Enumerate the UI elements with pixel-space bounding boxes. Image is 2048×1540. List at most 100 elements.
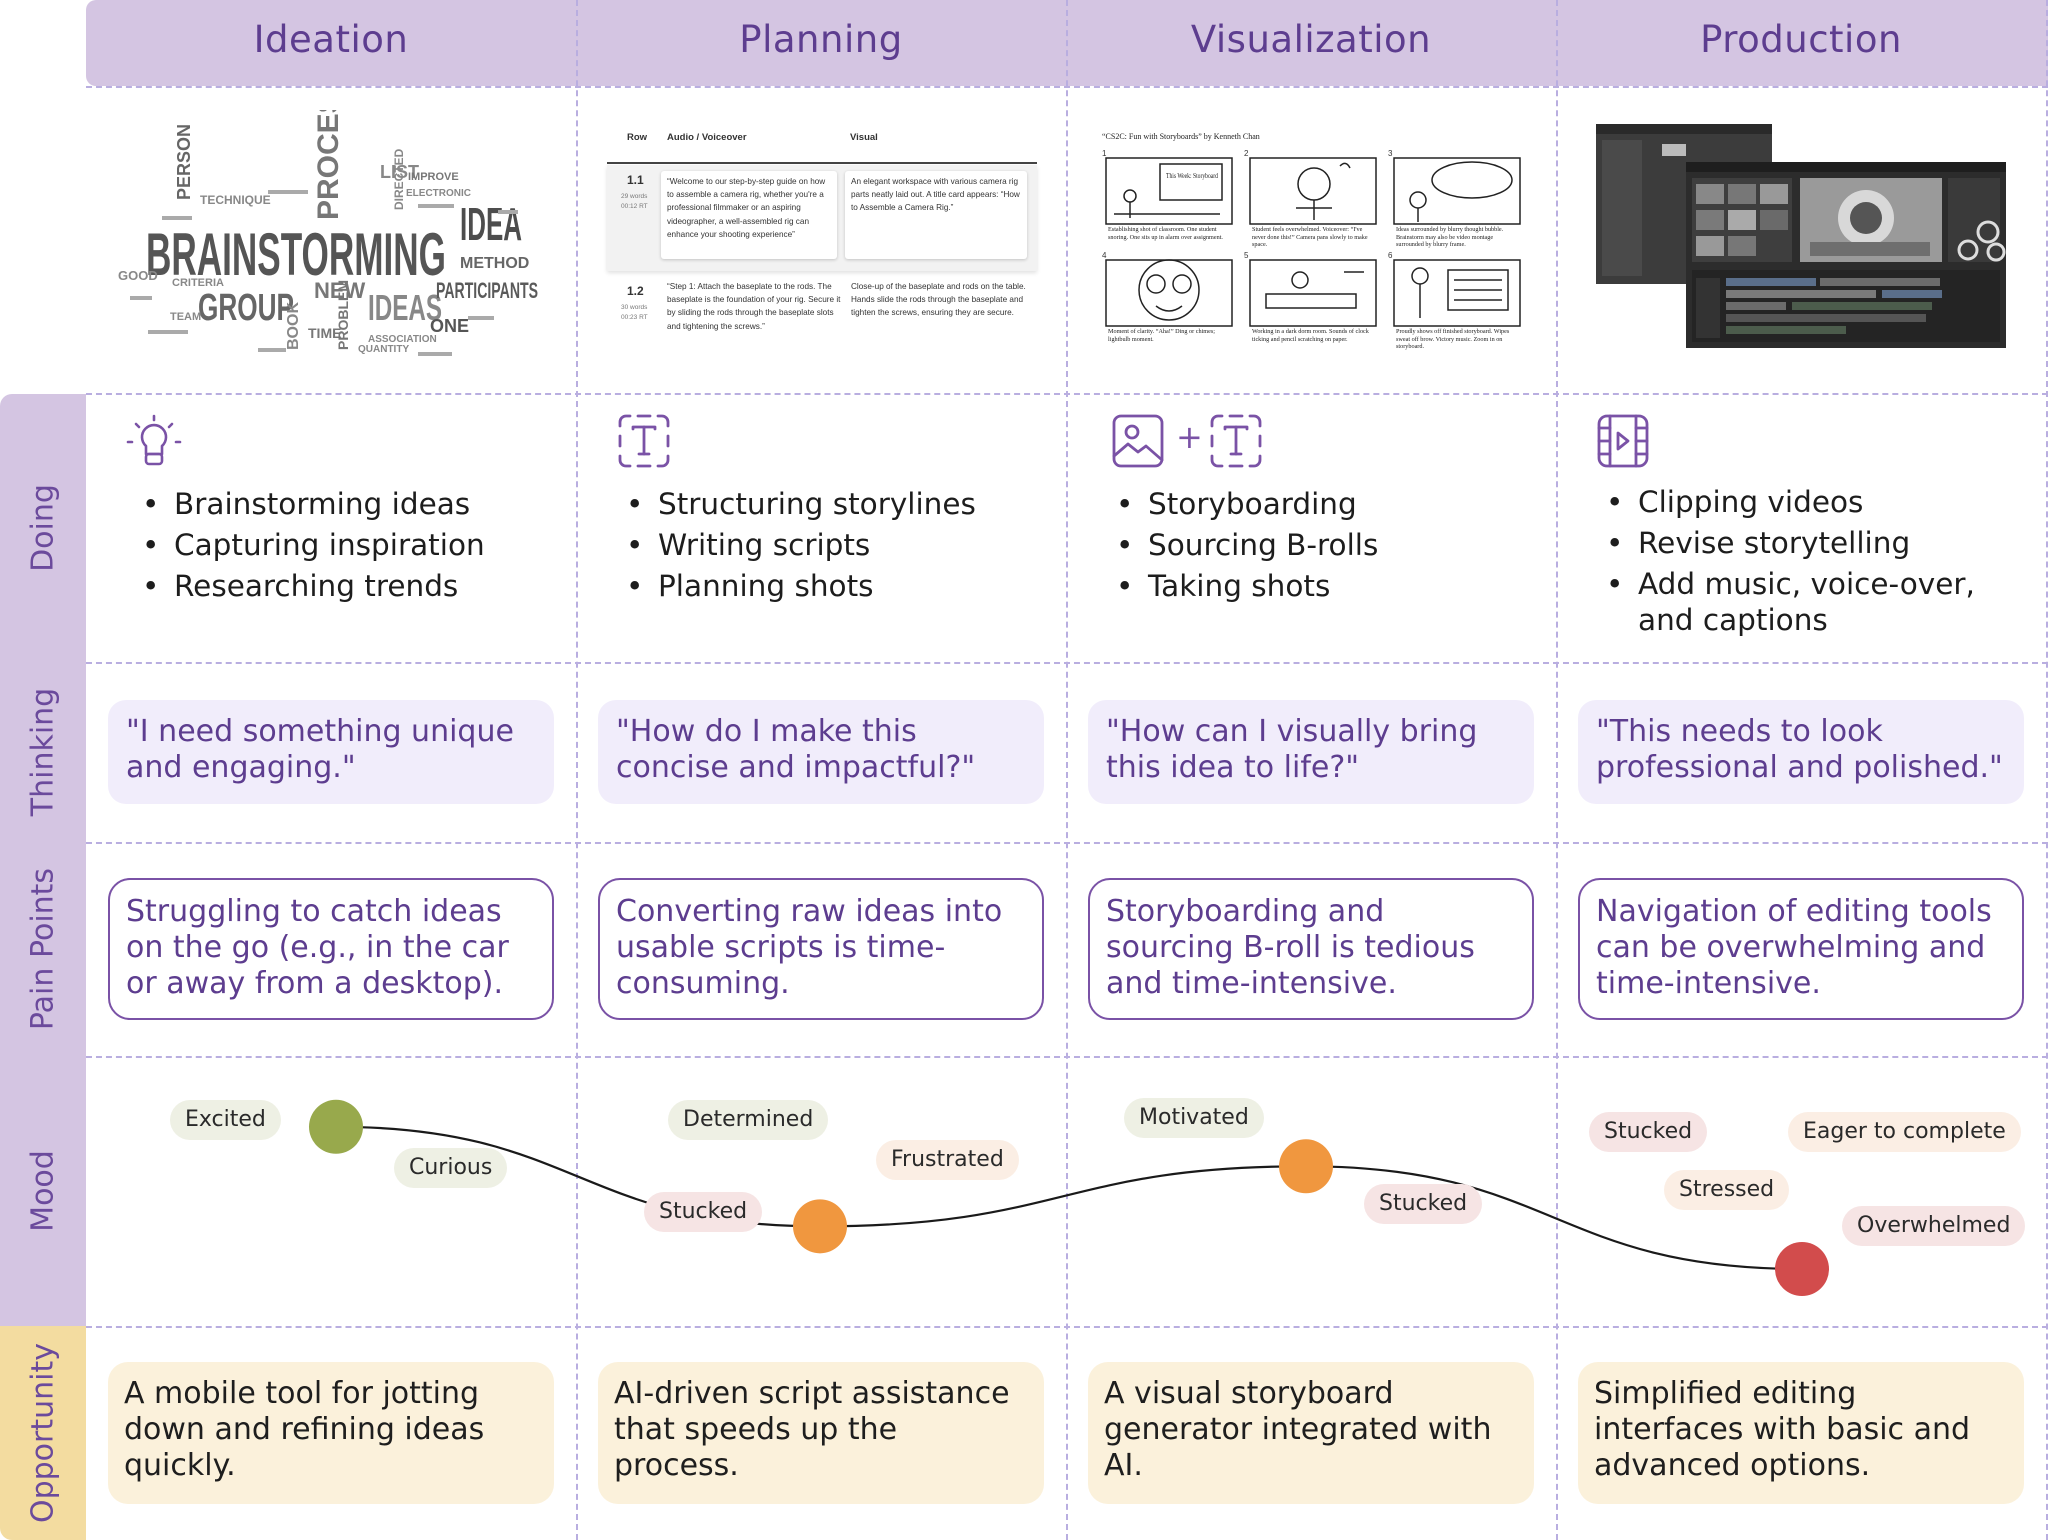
mood-curve-chart xyxy=(309,1099,1829,1296)
script-row: 1.1 29 words 00:12 RT “Welcome to our st… xyxy=(607,165,1037,271)
brainstorming-word-cloud-image: BRAINSTORMING IDEA GROUP PROCESS IDEAS P… xyxy=(118,110,538,356)
svg-text:1: 1 xyxy=(1102,149,1107,158)
word-cloud-word: DIRECTED xyxy=(392,148,406,210)
word-cloud-word: PARTICIPANTS xyxy=(436,278,538,303)
word-cloud-word: GROUP xyxy=(198,287,294,329)
row-divider xyxy=(86,1326,2048,1328)
row-label-doing-text: Doing xyxy=(25,484,61,572)
word-cloud-word: METHOD xyxy=(460,255,529,272)
doing-item: Taking shots xyxy=(1110,566,1530,607)
mood-point-ideation xyxy=(309,1099,363,1154)
doing-item: Capturing inspiration xyxy=(136,525,556,566)
mood-label-overwhelmed: Overwhelmed xyxy=(1842,1206,2026,1246)
opportunity-planning: AI-driven script assistance that speeds … xyxy=(598,1362,1044,1504)
storyboard-caption: Working in a dark dorm room. Sounds of c… xyxy=(1252,328,1369,343)
mood-label-stucked: Stucked xyxy=(644,1192,763,1232)
column-divider xyxy=(1066,0,1068,1540)
word-cloud-word: QUANTITY xyxy=(358,344,409,355)
row-label-pain-points: Pain Points xyxy=(0,842,86,1056)
opportunity-visualization: A visual storyboard generator integrated… xyxy=(1088,1362,1534,1504)
row-label-pain-points-text: Pain Points xyxy=(25,867,61,1031)
storyboard-panel-text: This Week: Storyboard xyxy=(1166,172,1218,180)
video-film-icon xyxy=(1597,414,1649,468)
mood-label-stucked: Stucked xyxy=(1364,1184,1483,1224)
word-cloud-word: NEW xyxy=(314,278,366,303)
script-row-words: 29 words xyxy=(621,193,648,200)
thinking-quote-visualization: "How can I visually bring this idea to l… xyxy=(1088,700,1534,804)
storyboard-caption: Establishing shot of classroom. One stud… xyxy=(1108,226,1223,241)
opportunity-ideation: A mobile tool for jotting down and refin… xyxy=(108,1362,554,1504)
word-cloud-word: TIME xyxy=(308,325,341,341)
script-col-audio: Audio / Voiceover xyxy=(667,132,747,143)
script-row-audio: “Welcome to our step-by-step guide on ho… xyxy=(661,171,837,259)
storyboard-title: “CS2C: Fun with Storyboards” by Kenneth … xyxy=(1102,132,1260,141)
stage-title-visualization: Visualization xyxy=(1190,18,1432,61)
script-row-runtime: 00:23 RT xyxy=(621,314,648,321)
opportunity-production: Simplified editing interfaces with basic… xyxy=(1578,1362,2024,1504)
doing-item: Brainstorming ideas xyxy=(136,484,556,525)
mood-point-visualization xyxy=(1279,1139,1333,1194)
doing-list-ideation: Brainstorming ideas Capturing inspiratio… xyxy=(136,484,556,607)
row-label-doing: Doing xyxy=(0,394,86,662)
script-row-audio: “Step 1: Attach the baseplate to the rod… xyxy=(667,282,841,331)
mood-label-frustrated: Frustrated xyxy=(876,1140,1019,1180)
column-divider xyxy=(1556,0,1558,1540)
row-label-opportunity-text: Opportunity xyxy=(25,1342,61,1524)
word-cloud-filler xyxy=(130,190,518,356)
svg-text:5: 5 xyxy=(1244,251,1249,260)
storyboard-caption: Student feels overwhelmed. Voiceover: “I… xyxy=(1252,226,1368,248)
storyboard-caption: Ideas surrounded by blurry thought bubbl… xyxy=(1396,226,1504,248)
word-cloud-word: ONE xyxy=(430,316,469,336)
word-cloud-word: BRAINSTORMING xyxy=(146,221,446,288)
text-icon xyxy=(1210,414,1262,468)
video-editor-screenshot-image xyxy=(1596,124,2006,348)
column-divider xyxy=(2046,0,2048,1540)
pain-point-ideation: Struggling to catch ideas on the go (e.g… xyxy=(108,878,554,1020)
word-cloud-word: TEAM xyxy=(170,311,201,323)
mood-label-stressed: Stressed xyxy=(1664,1170,1790,1210)
word-cloud-word: PROCESS xyxy=(312,110,345,220)
pain-point-visualization: Storyboarding and sourcing B-roll is ted… xyxy=(1088,878,1534,1020)
pain-point-planning: Converting raw ideas into usable scripts… xyxy=(598,878,1044,1020)
doing-list-planning: Structuring storylines Writing scripts P… xyxy=(620,484,1040,607)
storyboard-caption: Proudly shows off finished storyboard. W… xyxy=(1396,328,1510,350)
doing-list-production: Clipping videos Revise storytelling Add … xyxy=(1600,484,2010,638)
script-col-row: Row xyxy=(627,132,648,143)
script-row-words: 30 words xyxy=(621,304,648,311)
row-label-mood: Mood xyxy=(0,1056,86,1326)
word-cloud-word: ASSOCIATION xyxy=(368,334,437,345)
row-label-thinking: Thinking xyxy=(0,662,86,842)
column-divider xyxy=(576,0,578,1540)
thinking-quote-planning: "How do I make this concise and impactfu… xyxy=(598,700,1044,804)
mood-label-eager-to-complete: Eager to complete xyxy=(1788,1112,2021,1152)
script-row-number: 1.1 xyxy=(627,173,644,187)
doing-item: Storyboarding xyxy=(1110,484,1530,525)
doing-item: Add music, voice-over, and captions xyxy=(1600,566,2010,638)
stage-title-ideation: Ideation xyxy=(253,18,409,61)
script-row-runtime: 00:12 RT xyxy=(621,203,648,210)
image-icon xyxy=(1112,414,1164,468)
mood-label-excited: Excited xyxy=(170,1100,281,1140)
mood-curve-line xyxy=(335,1125,1803,1271)
script-row-visual: An elegant workspace with various camera… xyxy=(845,171,1027,259)
word-cloud-word: GOOD xyxy=(118,268,158,283)
stage-title-production: Production xyxy=(1700,18,1902,61)
mood-label-determined: Determined xyxy=(668,1100,829,1140)
doing-item: Planning shots xyxy=(620,566,1040,607)
word-cloud-word: IMPROVE xyxy=(408,171,459,183)
word-cloud-word: TECHNIQUE xyxy=(200,193,271,207)
word-cloud-word: IDEA xyxy=(460,198,522,250)
doing-item: Revise storytelling xyxy=(1600,525,2010,561)
doing-item: Researching trends xyxy=(136,566,556,607)
script-col-visual: Visual xyxy=(850,132,878,143)
row-divider xyxy=(86,662,2048,664)
row-divider xyxy=(86,393,2048,395)
storyboard-caption: Moment of clarity. “Aha!” Ding or chimes… xyxy=(1108,328,1215,343)
thinking-quote-ideation: "I need something unique and engaging." xyxy=(108,700,554,804)
lightbulb-icon xyxy=(126,414,182,466)
script-table-header: Row Audio / Voiceover Visual xyxy=(607,118,1037,164)
row-label-thinking-text: Thinking xyxy=(25,687,61,817)
stage-title-planning: Planning xyxy=(739,18,903,61)
script-table-image: Row Audio / Voiceover Visual 1.1 29 word… xyxy=(607,118,1037,374)
